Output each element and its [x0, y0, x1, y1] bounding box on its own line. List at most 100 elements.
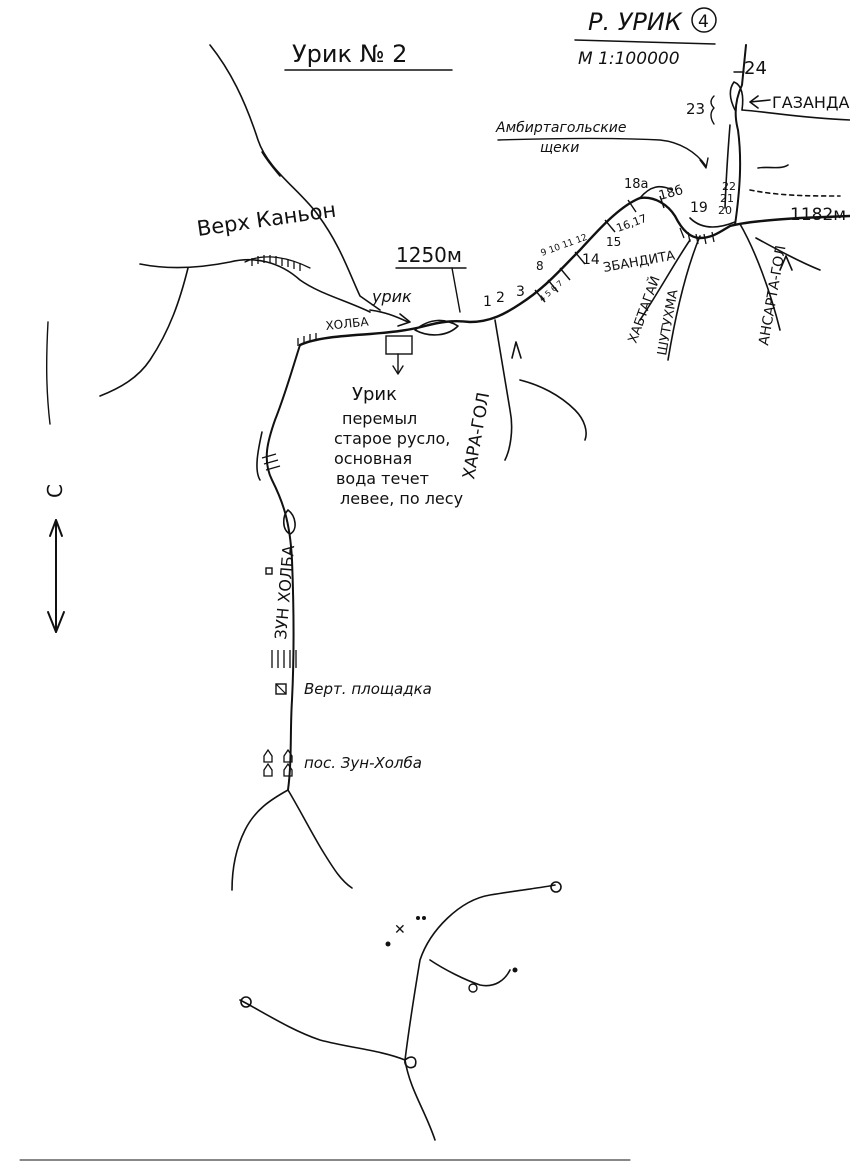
label-elev-1250: 1250м	[396, 243, 462, 267]
label-shutukhma: ШУТУХМА	[655, 288, 681, 356]
heliport-icon	[275, 683, 287, 695]
north-label: С	[43, 484, 67, 498]
elev-1250-pointer	[451, 267, 461, 313]
tributary-west	[139, 258, 371, 313]
label-settlement: пос. Зун-Холба	[304, 754, 422, 772]
lake-lower	[404, 1056, 417, 1069]
scale-label: М 1:100000	[578, 49, 680, 69]
label-shcheki-1: Амбиртагольские	[495, 120, 626, 136]
shcheki-arrow-icon	[699, 157, 709, 169]
marker-16-17: 16,17	[615, 212, 649, 235]
tributary-khara-gol	[494, 319, 513, 461]
flow-arrow-icon	[397, 313, 411, 327]
marker-18a: 18а	[624, 177, 649, 192]
river-upper-gazanda	[734, 44, 747, 226]
sheet-number-circle	[691, 7, 717, 33]
rapids-zun-kholba-lower	[271, 650, 297, 668]
tributary-khabtagai	[639, 239, 691, 321]
settlement-icon	[263, 748, 293, 777]
arrow-khara-gol	[511, 341, 522, 359]
river-upper-branch	[724, 124, 731, 209]
marker-15: 15	[606, 235, 621, 249]
label-elev-1182: 1182м	[790, 205, 846, 225]
heliport-cross	[275, 683, 287, 695]
marker-4-7: 4 5 6 7	[538, 279, 565, 304]
stream-small-east	[757, 164, 789, 169]
marker-8: 8	[536, 259, 544, 273]
marker-23-brace	[710, 95, 715, 125]
marker-14: 14	[582, 252, 600, 268]
stream-lower-east	[429, 959, 511, 987]
marker-19: 19	[690, 200, 708, 216]
sheet-title: Урик № 2	[292, 40, 407, 68]
stream-gazanda	[741, 109, 850, 121]
label-khara-gol: ХАРА-ГОЛ	[459, 391, 494, 481]
note-block: Урик перемыл старое русло, основная вода…	[334, 384, 463, 508]
stream-lower-north	[404, 884, 556, 1061]
cross-mark-icon: ✕	[394, 922, 406, 938]
marker-3: 3	[516, 284, 525, 300]
stream-lower-west	[239, 999, 406, 1061]
marker-23: 23	[686, 100, 705, 118]
marker-21: 21	[720, 192, 734, 205]
gazanda-arrow-icon	[749, 95, 771, 109]
river-label: Р. УРИК	[588, 8, 683, 36]
arrow-ansarta	[779, 255, 793, 271]
note-line-6: левее, по лесу	[340, 489, 463, 508]
scale-underline	[574, 39, 716, 45]
rapids-urik-east	[679, 227, 715, 245]
label-gazanda: ГАЗАНДА	[772, 93, 849, 112]
label-urik-flow: урик	[371, 287, 412, 306]
station-box	[385, 335, 413, 355]
river-zun-kholba	[265, 344, 301, 791]
station-arrow-icon	[392, 365, 404, 375]
stream-zun-kholba-west	[256, 431, 263, 481]
stream-lower-south	[404, 1059, 436, 1141]
marker-20: 20	[718, 204, 732, 217]
note-line-4: основная	[334, 449, 412, 468]
rapids-crossings	[534, 195, 665, 303]
note-line-2: перемыл	[342, 409, 417, 428]
note-line-3: старое русло,	[334, 429, 450, 448]
tributary-khara-gol-east	[519, 379, 587, 441]
hut-icon	[265, 567, 273, 575]
dot-lower-1	[416, 916, 420, 920]
lake-lower-north	[550, 881, 562, 893]
label-heliport: Верт. площадка	[304, 680, 432, 698]
lake-lower-west	[240, 996, 252, 1008]
tributary-ansarta	[739, 223, 781, 331]
sheet-number: 4	[698, 12, 709, 32]
label-ansarta-gol: АНСАРТА-ГОЛ	[756, 244, 789, 346]
tributary-west-branch	[99, 267, 189, 397]
lake-23	[729, 81, 744, 111]
flow-arrow-shaft	[369, 309, 409, 323]
marker-1: 1	[483, 294, 492, 310]
river-bend-upper	[639, 185, 673, 199]
margin-mark	[46, 321, 51, 425]
tributary-ansarta-branch	[755, 237, 821, 271]
label-zbandita: ЗБАНДИТА	[602, 249, 676, 276]
shcheki-pointer	[497, 137, 707, 167]
note-line-1: Урик	[352, 384, 397, 405]
label-shcheki-2: щеки	[540, 140, 579, 156]
marker-24: 24	[744, 58, 767, 79]
tributary-north-branch	[261, 151, 281, 177]
north-arrow-icon	[47, 519, 65, 633]
stream-south-west	[231, 789, 289, 891]
lake-lower-east	[468, 983, 478, 993]
stream-south-east	[287, 789, 353, 889]
marker-2: 2	[496, 290, 505, 306]
tributary-north	[209, 44, 381, 311]
label-kholba: ХОЛБА	[325, 314, 370, 333]
tributary-shutukhma	[667, 235, 701, 361]
label-verkh: Верх Каньон	[195, 198, 337, 241]
river-bend-inner	[689, 217, 736, 228]
rapids-kholba	[297, 333, 317, 346]
river-island	[414, 319, 459, 336]
marker-22: 22	[722, 180, 736, 193]
marker-18b: 18б	[657, 183, 685, 204]
trail-east	[749, 189, 841, 197]
note-line-5: вода течет	[336, 469, 429, 488]
dot-lower-west	[385, 941, 391, 947]
